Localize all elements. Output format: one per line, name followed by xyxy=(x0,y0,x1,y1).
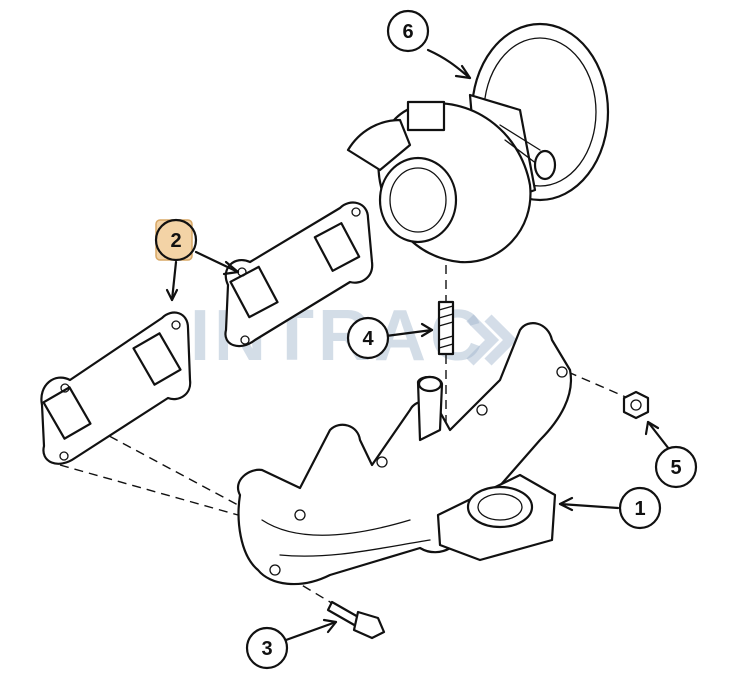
callout-3-label: 3 xyxy=(261,638,272,660)
manifold-gasket-lower xyxy=(40,311,192,465)
callout-1-label: 1 xyxy=(634,498,645,520)
callout-4-label: 4 xyxy=(362,328,374,350)
turbocharger xyxy=(346,22,610,264)
exhaust-manifold xyxy=(237,322,573,586)
nut xyxy=(622,390,650,420)
stud xyxy=(437,300,455,356)
callout-4[interactable]: 4 xyxy=(346,316,390,360)
callout-5[interactable]: 5 xyxy=(654,445,698,489)
bolt xyxy=(326,600,386,640)
manifold-gasket-upper xyxy=(224,201,374,348)
callout-6-label: 6 xyxy=(402,21,413,43)
callout-2-label: 2 xyxy=(170,230,181,252)
callout-5-label: 5 xyxy=(670,457,681,479)
callout-1[interactable]: 1 xyxy=(618,486,662,530)
callout-6[interactable]: 6 xyxy=(386,9,430,53)
callout-2[interactable]: 2 xyxy=(154,218,198,262)
callout-3[interactable]: 3 xyxy=(245,626,289,670)
